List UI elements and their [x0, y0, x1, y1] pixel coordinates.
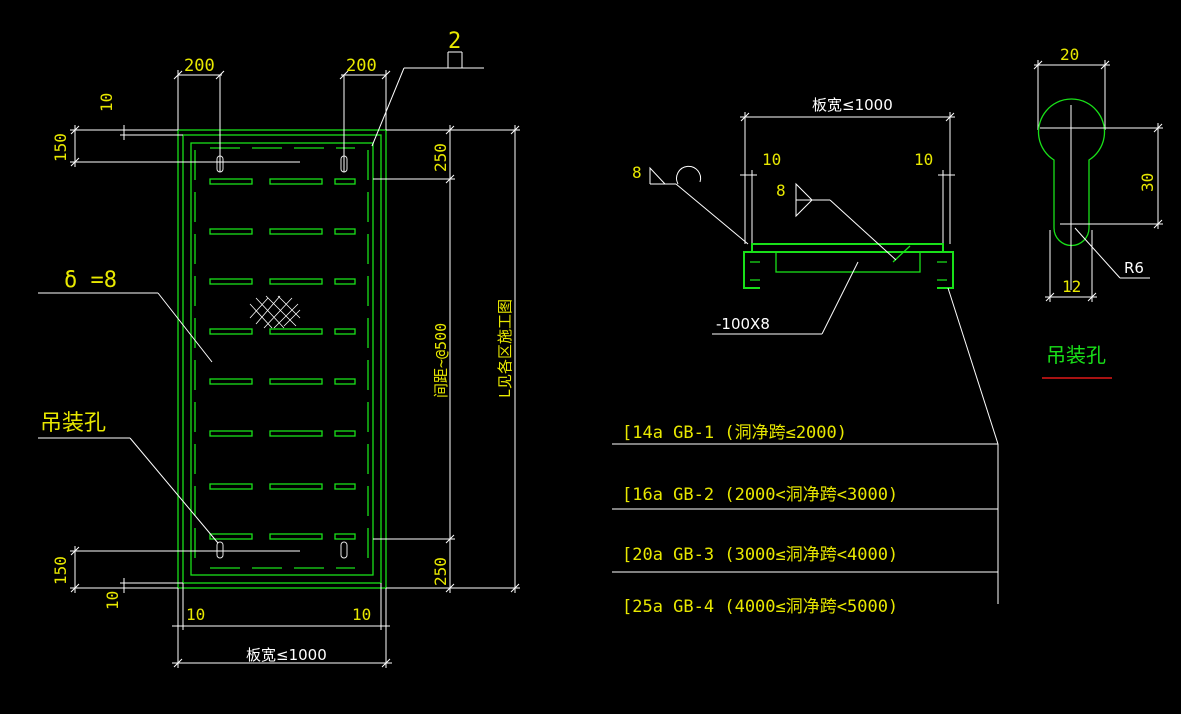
rib-slots [209, 178, 356, 540]
dim-10-right: 10 [352, 605, 371, 624]
spacing-label: 间距~@500 [432, 323, 450, 398]
thickness-label: δ =8 [64, 268, 117, 293]
length-label: L见各区施工图 [496, 299, 514, 398]
plate-edge-channel [190, 142, 374, 576]
weld-mid-size: 8 [776, 181, 786, 200]
weld-number: 2 [448, 29, 461, 54]
hole-detail-title: 吊装孔 [1046, 343, 1106, 367]
hole-detail: 20 30 12 R6 吊装孔 [1033, 45, 1163, 379]
section-dim-10-left: 10 [762, 150, 781, 169]
hole-radius: R6 [1124, 259, 1144, 277]
section-plate-width: 板宽≤1000 [812, 96, 893, 114]
channel-row-4: [25a GB-4 (4000≤洞净跨<5000) [622, 597, 898, 617]
section-dim-10-right: 10 [914, 150, 933, 169]
checker-hatch [249, 295, 301, 329]
dim-200-left: 200 [184, 56, 215, 76]
plan-view: 200 200 2 150 10 [38, 29, 520, 668]
weld-symbols: 8 8 [632, 163, 897, 261]
left-dimensions-bottom: 150 10 [51, 546, 183, 610]
hole-dim-20: 20 [1060, 45, 1079, 64]
dim-10-top: 10 [97, 93, 116, 112]
channel-row-1: [14a GB-1 (洞净跨≤2000) [622, 423, 847, 443]
plate-outline-inner [182, 134, 382, 584]
dim-200-right: 200 [346, 56, 377, 76]
section-view: 板宽≤1000 10 10 8 8 [612, 96, 999, 617]
right-dimensions: 250 250 间距~@500 L见各区施工图 [373, 125, 520, 593]
hole-dim-30: 30 [1138, 173, 1157, 192]
plate-outline [177, 129, 387, 589]
channel-row-2: [16a GB-2 (2000<洞净跨<3000) [622, 485, 898, 505]
bottom-dimensions: 10 10 板宽≤1000 [172, 583, 392, 668]
hole-dim-12: 12 [1062, 277, 1081, 296]
dim-150-bottom: 150 [51, 556, 70, 585]
hoist-hole-label: 吊装孔 [40, 411, 106, 436]
dim-150-top: 150 [51, 133, 70, 162]
thickness-callout: δ =8 [38, 268, 213, 363]
section-steel [743, 243, 954, 289]
left-dimensions-top: 150 10 [51, 93, 183, 167]
top-dimensions: 200 200 [173, 56, 391, 130]
plate-width-label: 板宽≤1000 [246, 646, 327, 664]
dim-250-top: 250 [431, 143, 450, 172]
flat-bar-label: -100X8 [716, 315, 770, 333]
dim-10-left: 10 [186, 605, 205, 624]
channel-row-3: [20a GB-3 (3000≤洞净跨<4000) [622, 545, 898, 565]
weld-callout: 2 [371, 29, 484, 147]
weld-left-size: 8 [632, 163, 642, 182]
channel-table: [14a GB-1 (洞净跨≤2000) [16a GB-2 (2000<洞净跨… [612, 287, 999, 617]
dim-250-bottom: 250 [431, 557, 450, 586]
hoist-holes [70, 75, 348, 559]
dim-10-bottom: 10 [103, 591, 122, 610]
hoist-hole-callout: 吊装孔 [38, 411, 219, 544]
